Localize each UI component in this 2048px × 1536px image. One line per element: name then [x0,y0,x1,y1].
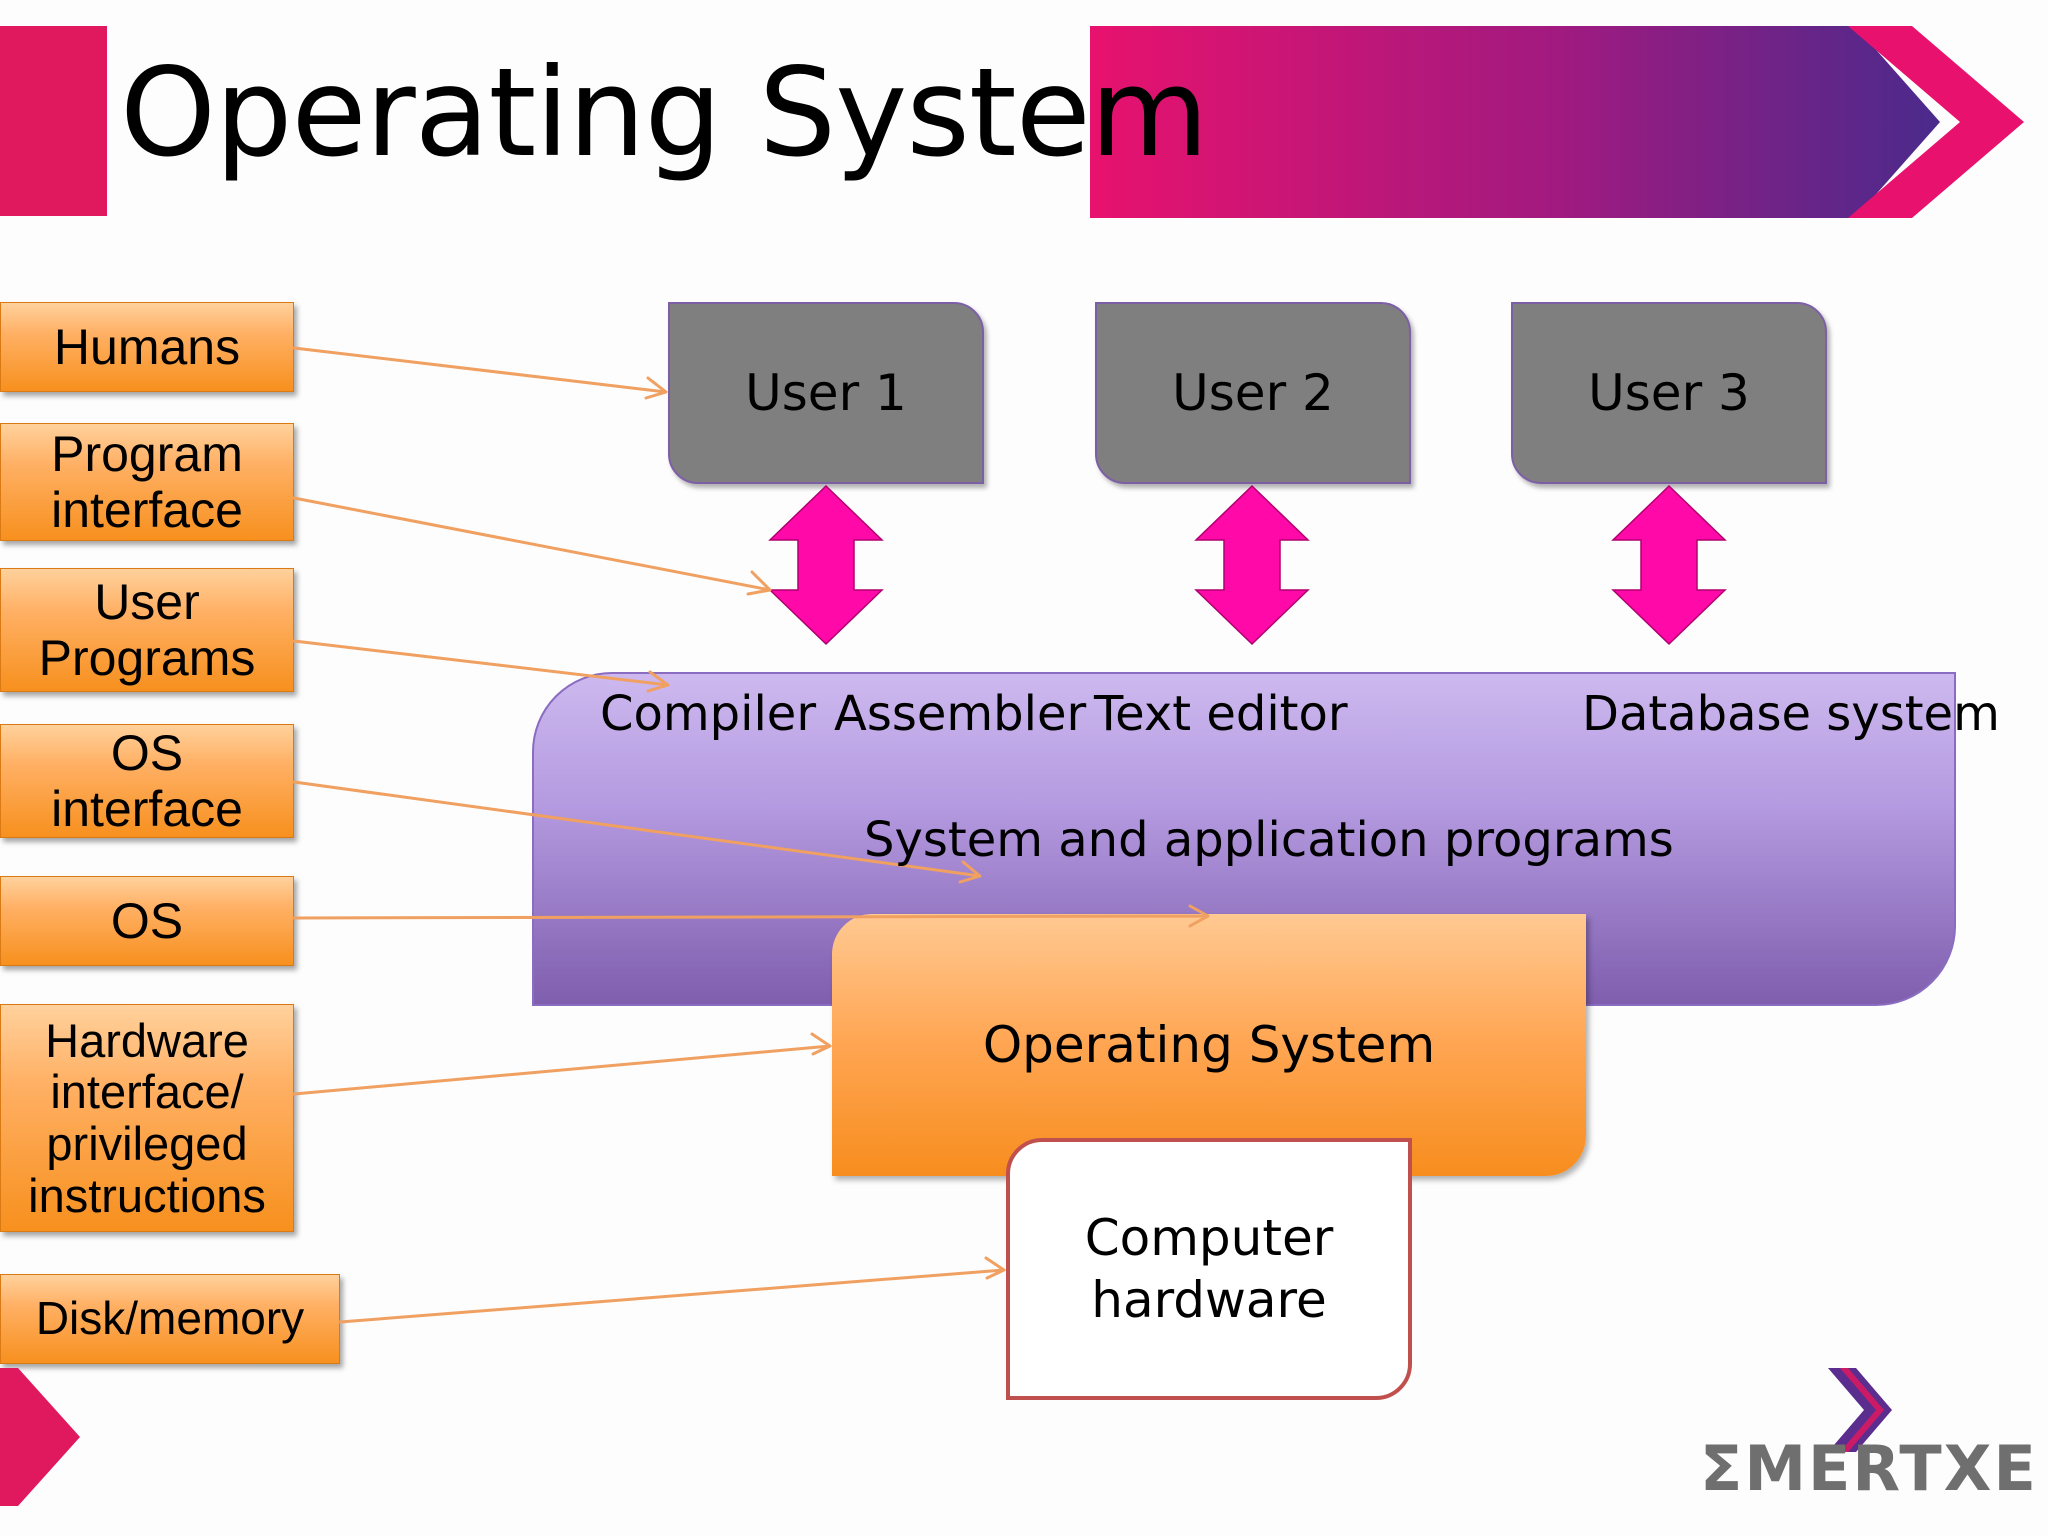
label-hardware-interface: Hardware interface/ privileged instructi… [0,1004,294,1232]
computer-hardware-box: Computer hardware [1006,1138,1412,1400]
double-arrow-icon [1194,484,1310,646]
operating-system-box: Operating System [832,914,1586,1176]
connector-humans [292,346,668,400]
label-humans: Humans [0,302,294,392]
double-arrow-icon [1611,484,1727,646]
label-program-interface: Program interface [0,423,294,541]
program-database-system: Database system [1582,686,2000,742]
header-banner [1090,26,2024,218]
system-programs-caption: System and application programs [864,812,1674,868]
program-compiler: Compiler [600,686,817,742]
program-text-editor: Text editor [1094,686,1348,742]
header-accent-bar [0,26,107,216]
logo-text: ΣMERTXE [1700,1432,2038,1505]
label-os: OS [0,876,294,966]
banner-chevron-icon [1848,26,2024,218]
logo-chevron-icon [1828,1368,1892,1452]
user-1-box: User 1 [668,302,984,484]
emertxe-logo: ΣMERTXE [1690,1360,2036,1510]
user-3-box: User 3 [1511,302,1827,484]
banner-band [1090,26,1940,218]
connector-program-interface [292,496,772,596]
connector-hardware-interface [292,1032,832,1096]
program-assembler: Assembler [834,686,1087,742]
double-arrow-icon [768,484,884,646]
label-user-programs: User Programs [0,568,294,692]
connector-disk-memory [338,1256,1006,1324]
page-title: Operating System [120,42,1209,184]
label-os-interface: OS interface [0,724,294,838]
user-2-box: User 2 [1095,302,1411,484]
footer-accent-chevron-icon [0,1368,80,1506]
label-disk-memory: Disk/memory [0,1274,340,1364]
